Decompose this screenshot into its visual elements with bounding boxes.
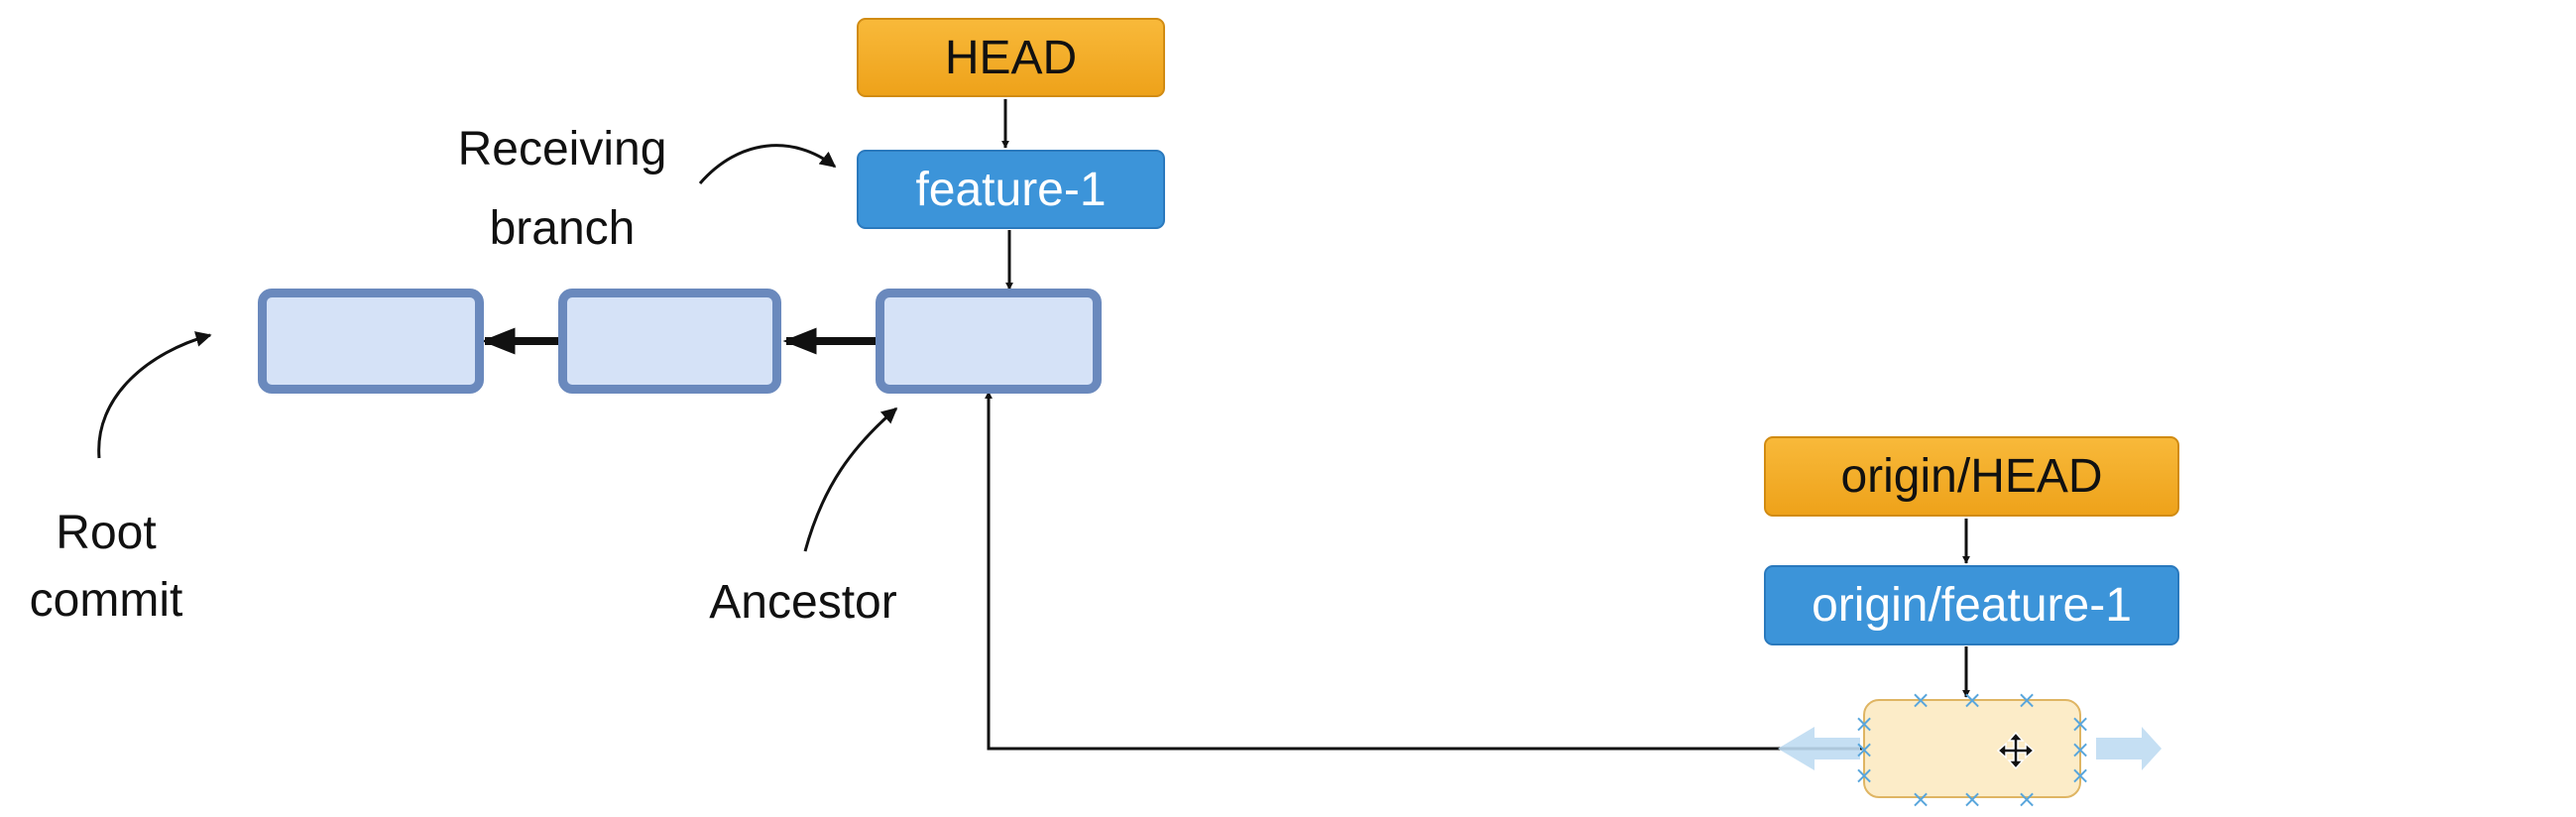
drag-arrow-right-icon[interactable] <box>2096 727 2162 770</box>
annotation-line-root: Root <box>56 507 157 559</box>
origin-feature-1-label: origin/feature-1 <box>1764 565 2179 645</box>
root-commit-pointer-arrow <box>97 331 212 459</box>
remote-commit-selected[interactable]: × × × × × × × × × × × × <box>1854 688 2090 811</box>
annotation-line-receiving: Receiving <box>457 123 667 175</box>
remote-commit-parent-arrow <box>985 391 1862 751</box>
annotation-line-branch: branch <box>489 202 636 255</box>
resize-handle-icon[interactable]: × <box>2016 785 2038 813</box>
resize-handle-icon[interactable]: × <box>1961 785 1983 813</box>
commit-2 <box>558 289 781 394</box>
ancestor-pointer-arrow <box>803 407 898 552</box>
resize-handle-icon[interactable]: × <box>2069 710 2091 738</box>
feature-1-label: feature-1 <box>857 150 1165 229</box>
resize-handle-icon[interactable]: × <box>1961 686 1983 714</box>
receiving-branch-annotation: Receiving branch <box>426 116 698 263</box>
annotation-line-commit: commit <box>29 574 183 627</box>
origin-head-label: origin/HEAD <box>1764 436 2179 517</box>
receiving-branch-pointer-arrow <box>698 144 837 184</box>
resize-handle-icon[interactable]: × <box>1853 710 1875 738</box>
move-cursor-icon <box>1996 731 2036 770</box>
resize-handle-icon[interactable]: × <box>1910 686 1932 714</box>
head-label: HEAD <box>857 18 1165 97</box>
resize-handle-icon[interactable]: × <box>1910 785 1932 813</box>
root-commit <box>258 289 484 394</box>
resize-handle-icon[interactable]: × <box>1853 761 1875 789</box>
resize-handle-icon[interactable]: × <box>2069 761 2091 789</box>
ancestor-commit <box>876 289 1102 394</box>
drag-arrow-left-icon[interactable] <box>1778 727 1860 770</box>
ancestor-annotation: Ancestor <box>709 576 897 629</box>
resize-handle-icon[interactable]: × <box>1853 736 1875 763</box>
resize-handle-icon[interactable]: × <box>2069 736 2091 763</box>
resize-handle-icon[interactable]: × <box>2016 686 2038 714</box>
root-commit-annotation: Root commit <box>0 500 212 635</box>
